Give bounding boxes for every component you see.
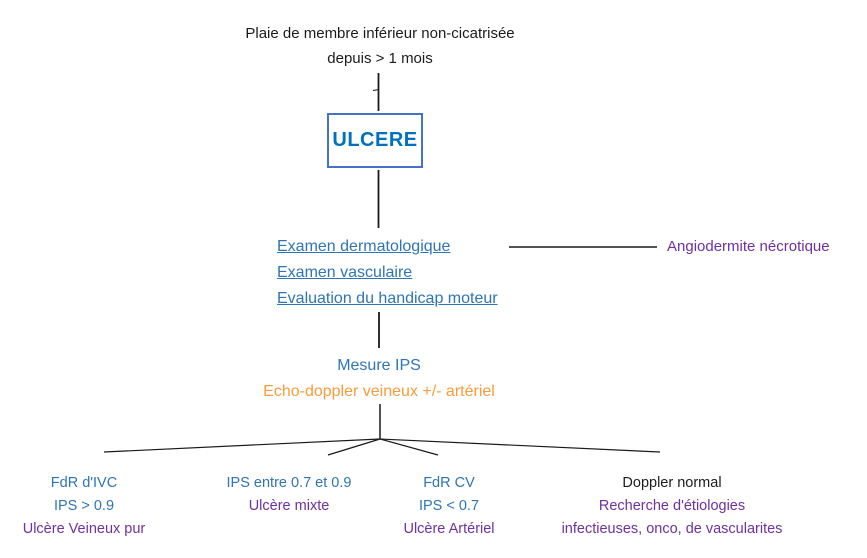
branch-line: Ulcère mixte <box>248 498 330 514</box>
title-line-2: depuis > 1 mois <box>327 50 433 67</box>
assessment-step: Mesure IPS Echo-doppler veineux +/- arté… <box>263 353 495 405</box>
connector-branch-venous <box>103 438 381 453</box>
branch-line: FdR CV <box>423 475 475 491</box>
assessment-echo-doppler: Echo-doppler veineux +/- artériel <box>263 383 495 400</box>
connector-branch-mixed <box>327 438 381 456</box>
branch-line: Recherche d'étiologies <box>598 498 746 514</box>
connector-branch-arterial <box>379 438 439 456</box>
link-examen-dermatologique[interactable]: Examen dermatologique <box>277 238 451 255</box>
ulcere-node: ULCERE <box>327 113 423 168</box>
branch-line: IPS entre 0.7 et 0.9 <box>226 475 352 491</box>
connector-tick <box>372 89 380 91</box>
branch-venous: FdR d'IVC IPS > 0.9 Ulcère Veineux pur <box>23 472 146 541</box>
ulcere-node-label: ULCERE <box>332 129 418 151</box>
branch-line: IPS < 0.7 <box>418 498 480 514</box>
branch-arterial: FdR CV IPS < 0.7 Ulcère Artériel <box>403 472 494 541</box>
branch-doppler-normal: Doppler normal Recherche d'étiologies in… <box>562 472 783 541</box>
branch-line: IPS > 0.9 <box>53 498 115 514</box>
side-note-angiodermite: Angiodermite nécrotique <box>667 238 830 255</box>
branch-line: Doppler normal <box>622 475 722 491</box>
branch-mixed: IPS entre 0.7 et 0.9 Ulcère mixte <box>227 472 352 518</box>
link-evaluation-handicap-moteur[interactable]: Evaluation du handicap moteur <box>277 290 498 307</box>
link-examen-vasculaire[interactable]: Examen vasculaire <box>277 264 413 281</box>
title-line-1: Plaie de membre inférieur non-cicatrisée <box>245 25 515 42</box>
connector-branch-doppler <box>379 438 661 453</box>
branch-line: infectieuses, onco, de vascularites <box>561 521 783 537</box>
exam-list: Examen dermatologique Examen vasculaire … <box>277 234 498 312</box>
title: Plaie de membre inférieur non-cicatrisée… <box>245 21 514 71</box>
assessment-mesure-ips: Mesure IPS <box>337 357 421 374</box>
branch-line: Ulcère Veineux pur <box>22 521 146 537</box>
branch-line: Ulcère Artériel <box>403 521 495 537</box>
branch-line: FdR d'IVC <box>50 475 118 491</box>
